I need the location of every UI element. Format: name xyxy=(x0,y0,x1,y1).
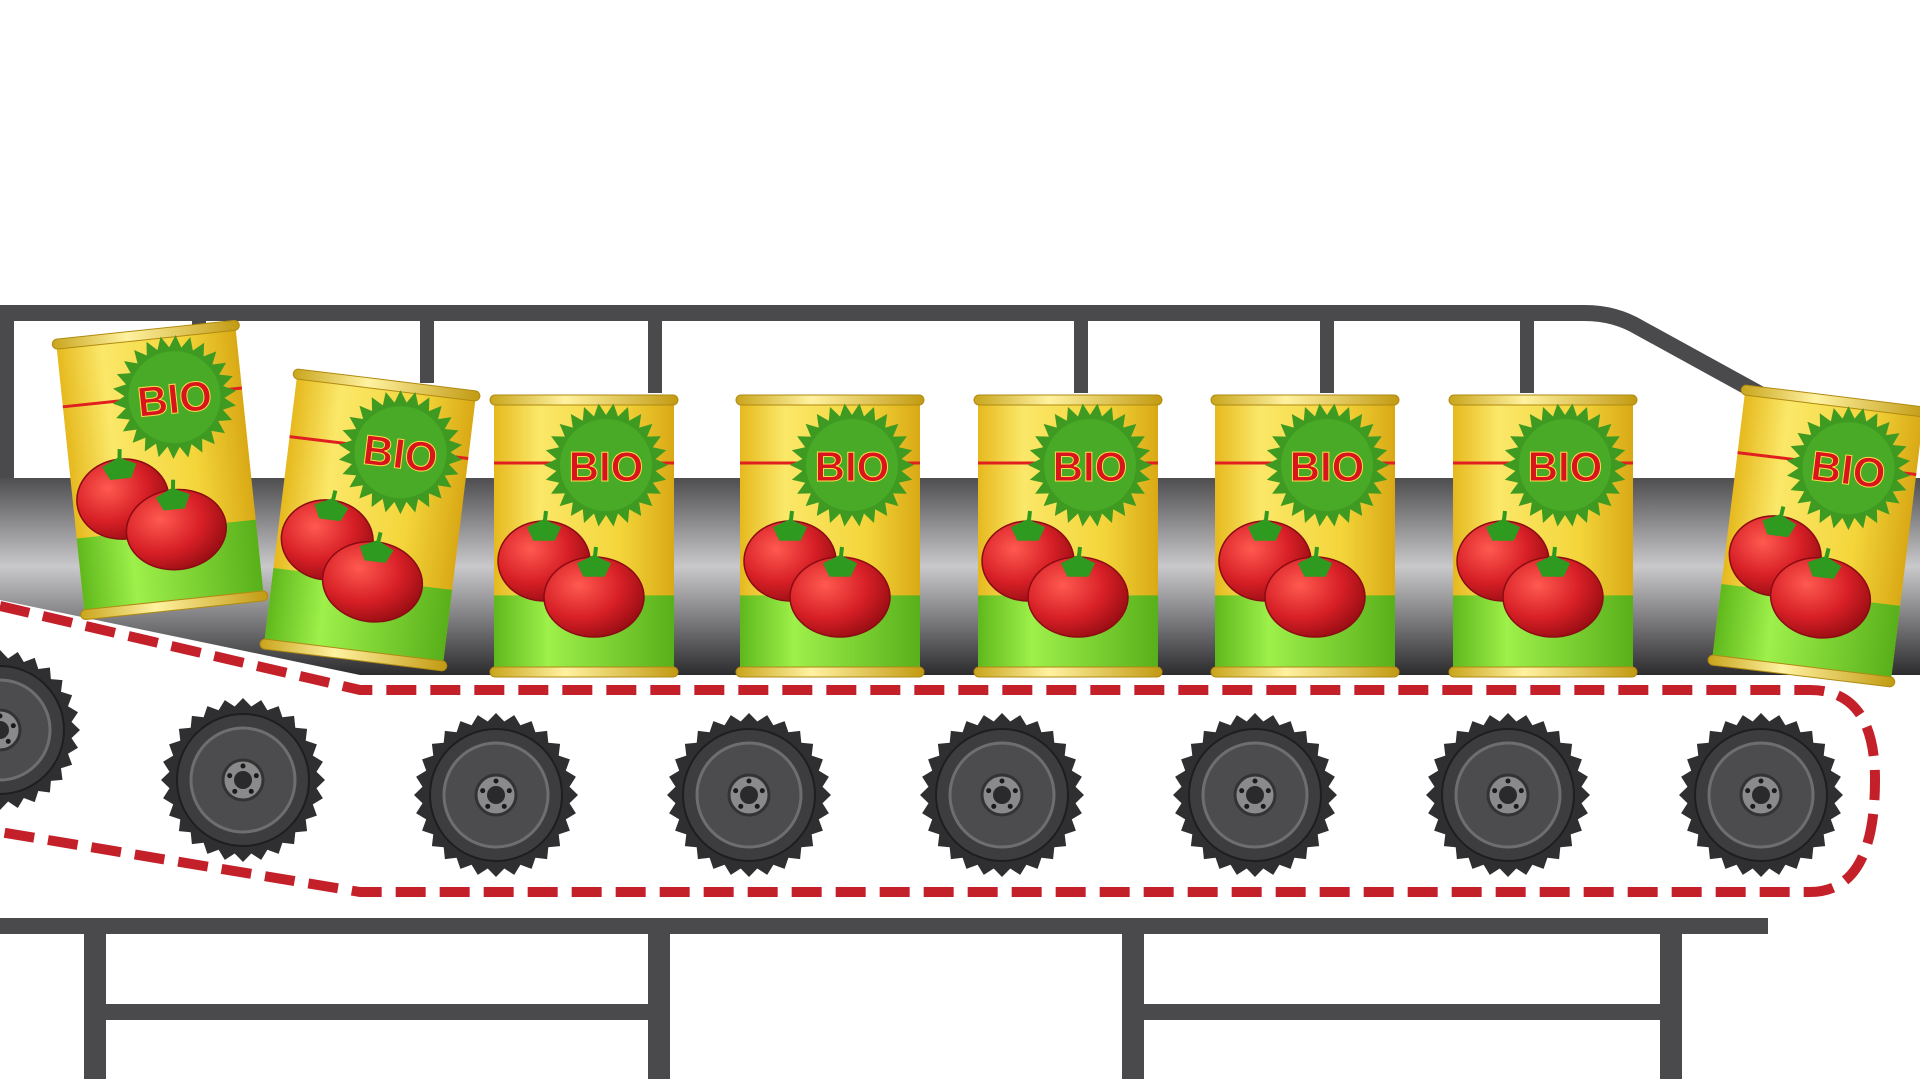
wheel xyxy=(1679,713,1843,877)
tomato-can: BIO xyxy=(259,368,481,672)
tomato-can: BIO xyxy=(489,394,679,678)
wheel xyxy=(161,698,325,862)
bio-label: BIO xyxy=(815,443,890,490)
wheel xyxy=(1173,713,1337,877)
bio-label: BIO xyxy=(360,426,440,482)
bio-label: BIO xyxy=(1808,442,1888,498)
wheel xyxy=(0,650,80,810)
wheel xyxy=(414,713,578,877)
tomato-can: BIO xyxy=(735,394,925,678)
bio-label: BIO xyxy=(569,443,644,490)
tomato-can: BIO xyxy=(1448,394,1638,678)
bio-label: BIO xyxy=(1528,443,1603,490)
base-frame xyxy=(0,918,1768,1079)
can-group: BIO BIO BIO BIO BIO BIO BIO BIO xyxy=(51,319,1920,688)
tomato-can: BIO xyxy=(51,319,269,621)
roller-band xyxy=(0,478,1920,675)
wheel xyxy=(920,713,1084,877)
tomato-can: BIO xyxy=(1707,384,1920,688)
wheel-group xyxy=(0,650,1843,877)
bio-label: BIO xyxy=(1290,443,1365,490)
bio-label: BIO xyxy=(1053,443,1128,490)
wheel xyxy=(1426,713,1590,877)
tomato-can: BIO xyxy=(973,394,1163,678)
bio-label: BIO xyxy=(135,371,214,426)
tomato-can: BIO xyxy=(1210,394,1400,678)
top-railing xyxy=(0,305,1766,493)
wheel xyxy=(667,713,831,877)
